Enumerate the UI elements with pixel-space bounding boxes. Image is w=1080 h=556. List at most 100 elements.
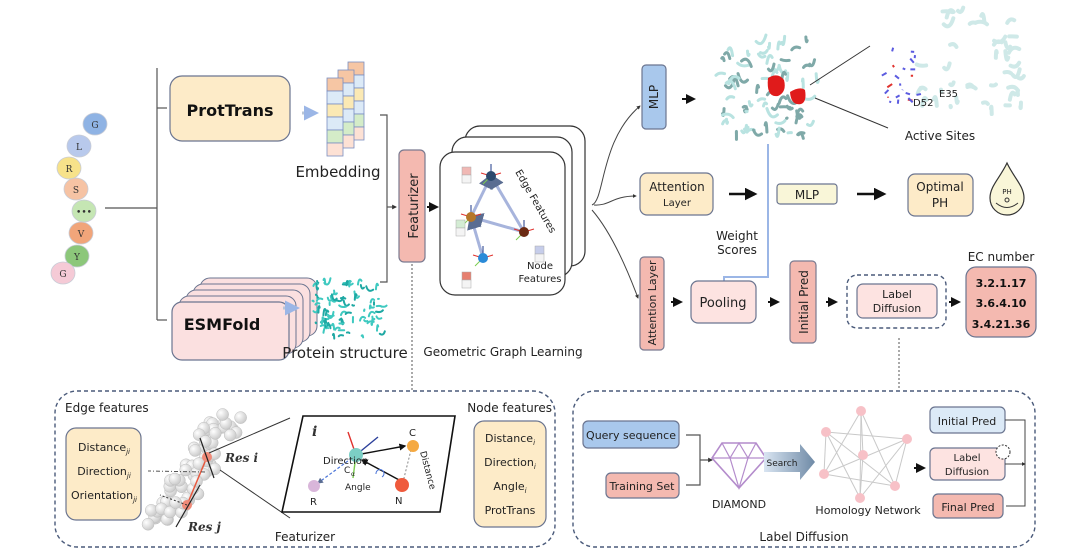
network-edge: [825, 431, 908, 440]
panel-label-diffusion-box: Label Diffusion: [929, 447, 1006, 481]
panel-final-pred-label: Final Pred: [941, 501, 994, 514]
prottrans-label: ProtTrans: [186, 101, 273, 120]
residue-e35-label: E35: [939, 89, 958, 100]
attention-label-2: Layer: [663, 198, 692, 209]
network-node: [890, 481, 900, 491]
residue-bead: S: [63, 177, 89, 201]
embedding-label: Embedding: [295, 163, 380, 181]
residue-label: •••: [76, 208, 92, 218]
node-feature-cube: [534, 245, 545, 263]
zoom-line-bottom: [814, 97, 889, 129]
label-diffusion-label-1: Label: [882, 288, 912, 301]
ec-number-1: 3.2.1.17: [976, 277, 1027, 290]
r-atom: [308, 480, 320, 492]
query-sequence-label: Query sequence: [586, 429, 676, 442]
merge-bracket: [380, 114, 388, 283]
residue-bead: L: [66, 134, 92, 158]
residue-bead: •••: [71, 199, 97, 223]
feature-item: Directionji: [77, 465, 131, 480]
network-edge: [859, 438, 908, 499]
network-edge: [823, 410, 862, 475]
network-edge: [823, 431, 827, 475]
initial-pred-box: Initial Pred: [789, 260, 817, 344]
residue-d52-label: D52: [913, 98, 933, 109]
atom-n-label: N: [395, 496, 402, 507]
angle-label: Angle: [345, 483, 371, 493]
label-diffusion-box: Label Diffusion: [856, 283, 938, 319]
prottrans-box: ProtTrans: [169, 75, 291, 142]
ec-number-title: EC number: [968, 250, 1035, 264]
atom-c-label: C: [409, 428, 416, 439]
graph-node: [480, 164, 502, 185]
node-features-label-2: Features: [519, 274, 562, 285]
residue-bead: V: [68, 221, 94, 245]
local-frame-plane: i Direction C α Angle Distance C N R: [281, 415, 456, 513]
node-features-label-1: Node: [527, 261, 553, 272]
res-j-label: Res j: [187, 520, 222, 534]
graph-network-icon: [455, 164, 545, 289]
panel-label-diffusion-2: Diffusion: [945, 467, 989, 478]
node-feature-cube: [461, 166, 472, 184]
graph-edge: [467, 214, 485, 259]
mlp-mid-box: MLP: [776, 183, 838, 205]
residue-label: L: [76, 143, 82, 153]
label-diffusion-dashed-frame: [846, 274, 947, 329]
active-site-2: [790, 88, 806, 105]
label-diffusion-panel-caption: Label Diffusion: [759, 530, 848, 544]
network-edge: [894, 438, 908, 487]
calpha-atom: [349, 448, 363, 462]
calpha-sub: α: [351, 471, 355, 478]
n-atom: [395, 478, 409, 492]
graph-edge: [489, 173, 526, 233]
network-edge: [859, 454, 864, 499]
protein-structure-image: [311, 277, 388, 340]
ph-drop-icon: PH: [989, 161, 1025, 216]
attention-label-1: Attention: [649, 180, 704, 194]
branch-to-mlp: [591, 105, 641, 206]
c-atom: [407, 440, 419, 452]
training-set-box: Training Set: [605, 472, 680, 499]
attention-layer-box: Attention Layer: [639, 172, 714, 216]
network-edge: [825, 431, 861, 499]
zoom-line-top: [809, 45, 871, 86]
panel-label-diffusion-1: Label: [954, 453, 981, 464]
residue-bead: G: [82, 112, 108, 136]
panel-final-pred-box: Final Pred: [932, 493, 1004, 519]
atom-r-label: R: [310, 497, 317, 508]
gear-burst-icon: [995, 444, 1011, 460]
featurizer-panel: [54, 390, 556, 548]
geometric-graph-cards: [439, 125, 586, 296]
graph-node: [472, 246, 494, 267]
res-i-label: Res i: [224, 451, 259, 465]
ec-number-2: 3.6.4.10: [976, 297, 1027, 310]
optimal-ph-label-1: Optimal: [916, 180, 963, 194]
diamond-icon: [710, 441, 768, 491]
residue-bead: R: [56, 156, 82, 180]
label-diffusion-label-2: Diffusion: [873, 302, 922, 315]
network-node: [819, 469, 829, 479]
active-site-zoom-image: [881, 5, 1026, 117]
mlp-top-box: MLP: [641, 64, 667, 130]
merge-to-diamond: [686, 434, 712, 486]
optimal-ph-label-2: PH: [932, 196, 948, 210]
weight-scores-line: [719, 144, 769, 294]
branch-to-attention: [593, 194, 637, 206]
active-site-1: [767, 75, 785, 97]
network-node: [856, 406, 866, 416]
esmfold-box: ESMFold: [171, 277, 318, 361]
network-node: [855, 493, 865, 503]
initial-pred-label: Initial Pred: [797, 270, 811, 334]
network-node: [858, 450, 868, 460]
ph-icon-text: PH: [1002, 188, 1012, 196]
search-arrow: Search: [764, 444, 815, 480]
esmfold-label: ESMFold: [184, 315, 261, 334]
residue-bond: [186, 456, 208, 506]
residue-label: G: [91, 121, 98, 131]
plane-link-bottom: [219, 469, 291, 519]
residue-bead: Y: [64, 244, 90, 268]
ec-number-3: 3.4.21.36: [972, 318, 1031, 331]
residue-label: S: [73, 186, 79, 196]
